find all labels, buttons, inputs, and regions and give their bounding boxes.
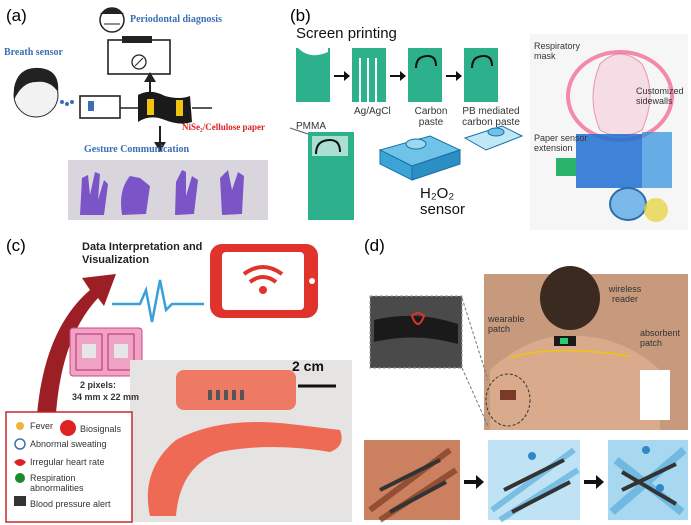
legend-respiration: Respiration abnormalities <box>30 473 84 493</box>
step-carbon-label: Carbon paste <box>414 106 448 128</box>
person-sketch-icon <box>99 7 125 33</box>
legend-biosignals: Biosignals <box>80 424 122 434</box>
scale-label: 2 cm <box>292 358 324 374</box>
phone-wifi-icon <box>210 244 318 318</box>
legend-heart-rate: Irregular heart rate <box>30 457 105 467</box>
pmma-label: PMMA <box>296 121 326 132</box>
wireless-reader-label: wireless reader <box>608 284 642 304</box>
periodontal-label: Periodontal diagnosis <box>130 14 222 25</box>
panel-c-label: (c) <box>6 236 26 255</box>
panel-c-diagram <box>5 244 352 523</box>
panel-b-label: (b) <box>290 6 311 25</box>
legend-blood-pressure: Blood pressure alert <box>30 499 111 509</box>
legend-fever: Fever <box>30 421 54 431</box>
panel-d-diagram <box>364 266 688 523</box>
mask-label: Respiratory mask <box>534 41 581 61</box>
screen-printing-title: Screen printing <box>296 25 397 42</box>
heartbeat-icon <box>112 279 204 323</box>
step-agagcl-label: Ag/AgCl <box>354 106 391 117</box>
panel-a-diagram <box>13 7 268 220</box>
pixel-size-label: 34 mm x 22 mm <box>72 392 140 402</box>
respiratory-mask-photo <box>530 34 688 230</box>
panel-a-label: (a) <box>6 6 27 25</box>
sensor-patch <box>69 327 143 377</box>
data-visualization-title: Data Interpretation and Visualization <box>82 241 203 266</box>
extension-label: Paper sensor extension <box>534 133 588 153</box>
step-pb-label: PB mediated carbon paste <box>462 106 520 128</box>
absorbent-patch-label: absorbent patch <box>640 328 681 348</box>
wearable-patch-label: wearable patch <box>488 314 525 334</box>
material-label: NiSe₂/Cellulose paper <box>182 122 265 132</box>
panel-d-label: (d) <box>364 236 385 255</box>
legend-sweating: Abnormal sweating <box>30 439 107 449</box>
h2o2-sensor-device-icon <box>378 125 524 181</box>
h2o2-sensor-label: H₂O₂ sensor <box>420 185 466 218</box>
gesture-label: Gesture Communication <box>84 144 190 155</box>
breath-sensor-label: Breath sensor <box>4 47 63 58</box>
pixels-label: 2 pixels: <box>80 380 117 390</box>
glove-icons <box>80 170 244 215</box>
sidewalls-label: Customized sidewalls <box>636 86 684 106</box>
panel-b-diagram <box>290 48 524 220</box>
face-icon <box>13 67 59 118</box>
